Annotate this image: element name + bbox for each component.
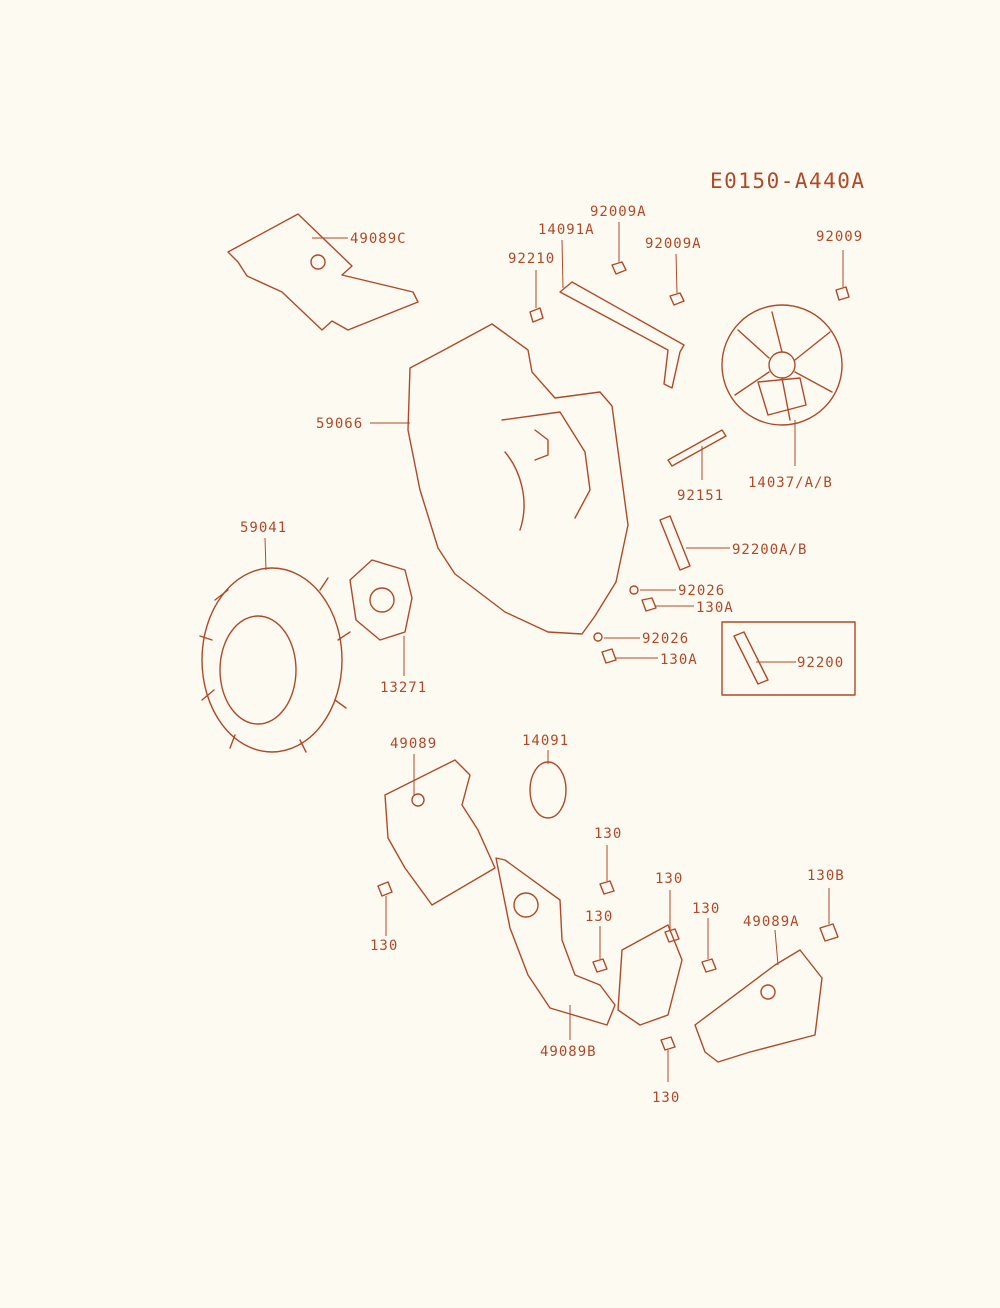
label-14091: 14091 <box>522 733 569 749</box>
part-49089c-plate <box>227 213 419 331</box>
label-49089c: 49089C <box>350 231 407 247</box>
flywheel-fins <box>199 577 351 753</box>
part-13271-plate <box>349 559 413 641</box>
leader <box>774 929 779 966</box>
bracket-hole <box>513 892 539 918</box>
hole <box>411 793 425 807</box>
label-130: 130 <box>655 871 683 887</box>
hole <box>760 984 776 1000</box>
part-mid-cover <box>617 924 683 1026</box>
bolt-130a <box>641 597 657 612</box>
label-49089b: 49089B <box>540 1044 597 1060</box>
part-14091a-bracket <box>559 281 685 389</box>
label-130: 130 <box>652 1090 680 1106</box>
label-59066: 59066 <box>316 416 363 432</box>
label-14091a: 14091A <box>538 222 595 238</box>
screw-92009a <box>611 261 627 275</box>
part-92151-rod <box>667 429 727 467</box>
label-130: 130 <box>370 938 398 954</box>
cover-grille <box>757 377 807 416</box>
leader <box>561 239 564 289</box>
housing-inner <box>504 451 525 531</box>
part-92200-stay <box>733 631 769 685</box>
label-92026: 92026 <box>642 631 689 647</box>
part-59041-flywheel <box>201 567 343 753</box>
part-92200ab-stay <box>659 515 691 571</box>
inset-box <box>721 621 856 696</box>
label-92026: 92026 <box>678 583 725 599</box>
screw-92009a <box>669 292 685 306</box>
plate-hole <box>369 587 395 613</box>
flywheel-hub <box>219 615 297 725</box>
bolt-130b <box>819 923 839 942</box>
leader <box>675 253 678 294</box>
label-130a: 130A <box>696 600 734 616</box>
housing-inner <box>501 411 591 519</box>
bolt-130 <box>664 928 680 943</box>
label-13271: 13271 <box>380 680 427 696</box>
bolt-130 <box>660 1036 676 1051</box>
part-14037-cover <box>721 304 843 426</box>
label-130a: 130A <box>660 652 698 668</box>
label-130: 130 <box>594 826 622 842</box>
leader <box>264 537 267 571</box>
part-49089a-cover <box>694 949 823 1063</box>
label-92151: 92151 <box>677 488 724 504</box>
bolt-130 <box>592 958 608 973</box>
bolt-130 <box>701 958 717 973</box>
label-92009: 92009 <box>816 229 863 245</box>
bolt-130 <box>377 881 393 897</box>
label-92200ab: 92200A/B <box>732 542 807 558</box>
label-92009a: 92009A <box>590 204 647 220</box>
collar-92026 <box>629 585 639 595</box>
label-130b: 130B <box>807 868 845 884</box>
screw-92009 <box>835 286 850 301</box>
cover-hub <box>768 351 796 379</box>
label-130: 130 <box>692 901 720 917</box>
label-130: 130 <box>585 909 613 925</box>
nut-92210 <box>529 307 544 323</box>
bolt-130 <box>599 880 615 895</box>
label-14037: 14037/A/B <box>748 475 833 491</box>
part-49089-shroud <box>384 759 496 906</box>
housing-inner <box>534 429 549 461</box>
part-49089b-bracket <box>495 857 616 1026</box>
label-49089: 49089 <box>390 736 437 752</box>
part-59066-fan-housing <box>407 323 629 635</box>
bolt-130a <box>601 648 617 664</box>
label-92009a: 92009A <box>645 236 702 252</box>
label-49089a: 49089A <box>743 914 800 930</box>
part-14091-ring <box>529 761 567 819</box>
cover-ribs <box>734 311 833 421</box>
hole <box>310 254 326 270</box>
collar-92026 <box>593 632 603 642</box>
label-92200: 92200 <box>797 655 844 671</box>
label-92210: 92210 <box>508 251 555 267</box>
diagram-id: E0150-A440A <box>710 169 866 193</box>
label-59041: 59041 <box>240 520 287 536</box>
